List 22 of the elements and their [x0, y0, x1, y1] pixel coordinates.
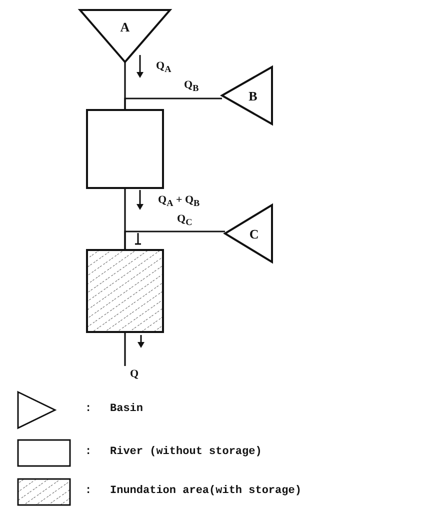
edge-label: Q$_{A}$ [155, 60, 172, 74]
legend-text: Inundation area(with storage) [110, 486, 302, 497]
node-label: B [248, 89, 258, 102]
connector-line [124, 230, 225, 250]
legend-separator: : [85, 486, 92, 497]
connector-line [124, 332, 126, 366]
connector-line [124, 98, 222, 110]
basin-triangle [225, 205, 272, 262]
legend-text: River (without storage) [110, 447, 262, 458]
edge-label: Q [129, 368, 140, 380]
legend-separator: : [85, 447, 92, 458]
node-label: A [120, 20, 130, 34]
edge-label: Q$_{A}$ + Q$_{B}$ [157, 194, 201, 208]
node-label: C [249, 227, 259, 240]
edge-label: Q$_{C}$ [176, 213, 194, 228]
legend-text: Basin [110, 404, 144, 415]
river-box [87, 110, 163, 188]
legend-separator: : [85, 404, 92, 415]
inundation-area-box [87, 250, 163, 332]
basin-triangle [222, 67, 272, 124]
basin-triangle [80, 10, 170, 62]
edge-label: Q$_{B}$ [183, 79, 200, 94]
